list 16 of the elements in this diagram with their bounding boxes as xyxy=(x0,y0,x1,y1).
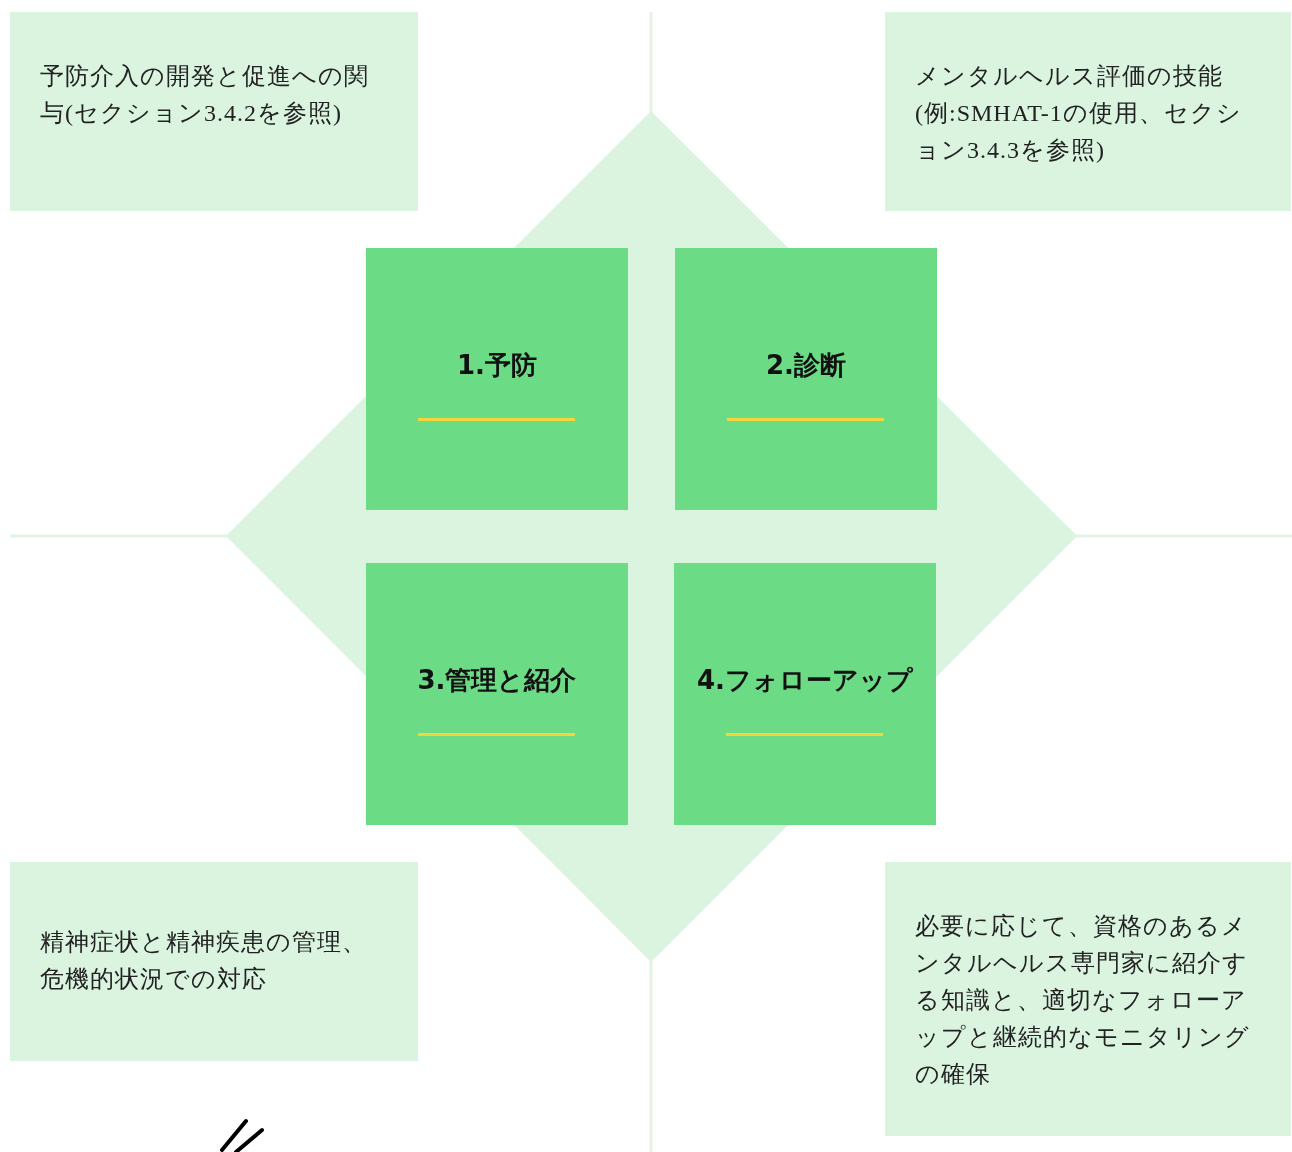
description-text: 精神症状と精神疾患の管理、危機的状況での対応 xyxy=(40,928,368,994)
description-card xyxy=(10,862,418,1061)
step-title: 1.予防 xyxy=(456,349,538,382)
step-box xyxy=(674,563,936,825)
step-title: 4.フォローアップ xyxy=(696,664,914,697)
description-card xyxy=(885,12,1291,211)
step-box xyxy=(366,563,628,825)
description-card xyxy=(885,862,1291,1136)
step-box xyxy=(675,248,937,510)
description-text: 必要に応じて、資格のあるメンタルヘルス専門家に紹介する知識と、適切なフォローアップと継続的なモニタリングの確保 xyxy=(915,912,1251,1089)
step-box xyxy=(366,248,628,510)
step-title: 3.管理と紹介 xyxy=(416,664,578,697)
description-text: 予防介入の開発と促進への関与(セクション3.4.2を参照) xyxy=(40,62,370,128)
step-title: 2.診断 xyxy=(765,349,847,382)
description-text: メンタルヘルス評価の技能(例:SMHAT-1の使用、セクション3.4.3を参照) xyxy=(915,62,1243,165)
description-card xyxy=(10,12,418,211)
